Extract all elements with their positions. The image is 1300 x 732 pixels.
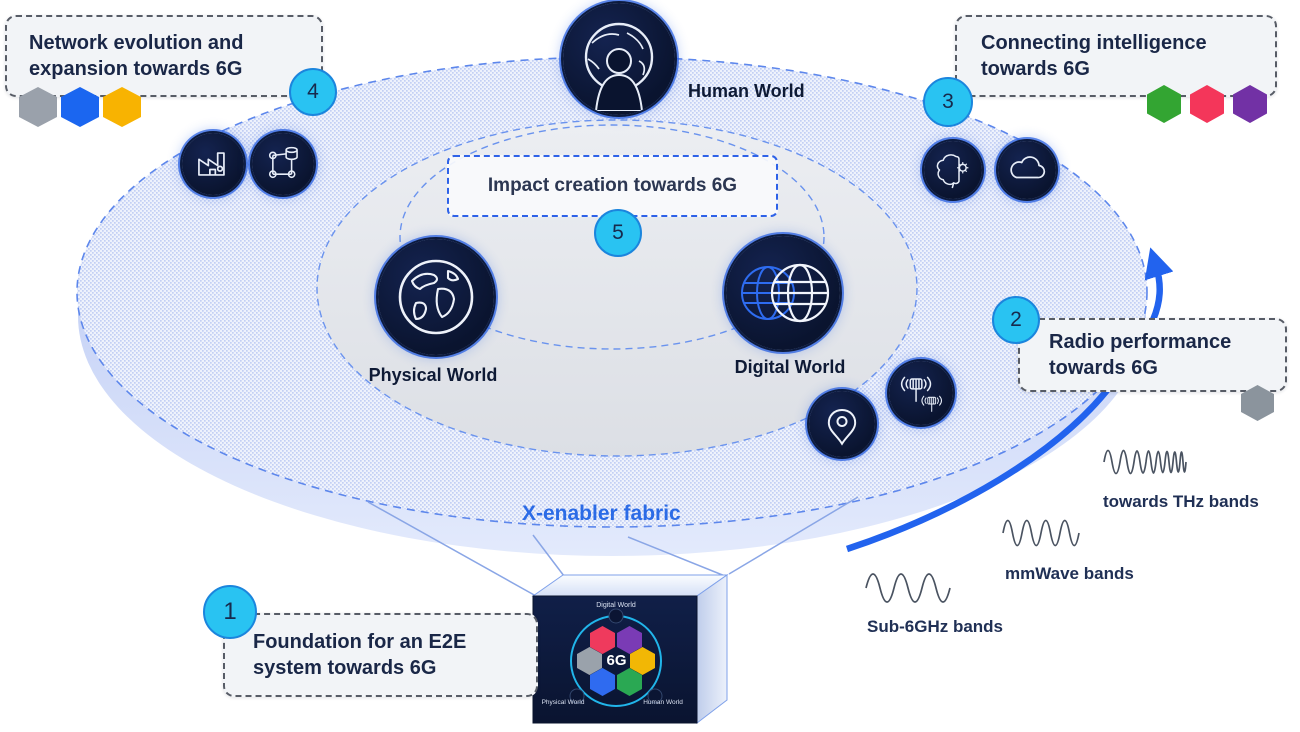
factory-icon: [198, 152, 225, 176]
cube-physical-world-label: Physical World: [541, 699, 585, 706]
cube-hex-gray: [577, 647, 602, 675]
cloud-orb: [998, 141, 1056, 199]
ai-brain-gear-icon: [936, 154, 969, 189]
badge-4-number: 4: [307, 80, 319, 103]
callout-connecting-intelligence-label: Connecting intelligence towards 6G: [981, 31, 1207, 80]
disc-inner-ellipse: [399, 124, 825, 350]
callout-network-evolution-label: Network evolution and expansion towards …: [29, 31, 244, 80]
human-world-orb: [563, 3, 675, 115]
hex-marker-radio-gray: [1241, 385, 1274, 421]
sub6ghz-wave-icon: [865, 573, 951, 603]
digital-world-icon: [741, 263, 830, 323]
physical-world-icon: [398, 259, 474, 335]
x-enabler-fabric-label: X-enabler fabric: [522, 502, 681, 525]
cube-top-face: [531, 574, 729, 597]
badge-1: 1: [203, 585, 257, 639]
radio-evolution-arrow: [845, 247, 1174, 553]
factory-orb: [182, 133, 244, 195]
funnel-lines: [367, 496, 859, 597]
cloud-icon: [1010, 156, 1046, 179]
cube-hex-blue: [590, 668, 615, 696]
callout-connecting-intelligence: Connecting intelligence towards 6G: [955, 15, 1277, 97]
cube-hex-green: [617, 668, 642, 696]
cube-hex-red: [590, 626, 615, 654]
badge-1-number: 1: [223, 598, 237, 625]
callout-impact-creation: Impact creation towards 6G: [447, 155, 778, 217]
badge-3-number: 3: [942, 90, 954, 113]
network-nodes-icon: [268, 146, 298, 179]
cube-human-world-label: Human World: [643, 699, 683, 706]
human-world-icon: [584, 22, 654, 111]
callout-foundation-e2e-label: Foundation for an E2E system towards 6G: [253, 630, 467, 679]
physical-world-orb: [378, 239, 494, 355]
cube-6g-label: 6G: [606, 652, 627, 669]
physical-world-label: Physical World: [368, 365, 498, 385]
location-pin-icon: [827, 409, 857, 446]
callout-radio-performance: Radio performance towards 6G: [1018, 318, 1287, 392]
location-pin-orb: [809, 391, 875, 457]
mmwave-band-label: mmWave bands: [1005, 564, 1134, 583]
human-world-label: Human World: [688, 81, 805, 101]
cube-hex-yellow: [630, 647, 655, 675]
ai-brain-orb: [924, 141, 982, 199]
badge-5: 5: [594, 209, 642, 257]
sub6ghz-band-label: Sub-6GHz bands: [867, 617, 1004, 636]
network-nodes-orb: [252, 133, 314, 195]
foundation-cube: [531, 574, 729, 725]
frequency-waves: [865, 449, 1187, 603]
cube-digital-world-label: Digital World: [596, 602, 636, 609]
digital-world-orb: [726, 236, 840, 350]
thz-band-label: towards THz bands: [1103, 492, 1259, 511]
badge-2: 2: [992, 296, 1040, 344]
badge-2-number: 2: [1010, 308, 1022, 331]
radio-antenna-icon: [900, 376, 943, 412]
callout-radio-performance-label: Radio performance towards 6G: [1049, 330, 1232, 379]
badge-5-number: 5: [612, 221, 624, 244]
cube-ring-nodes: [569, 608, 663, 704]
callout-foundation-e2e: Foundation for an E2E system towards 6G: [223, 613, 538, 697]
cube-hex-purple: [617, 626, 642, 654]
badge-4: 4: [289, 68, 337, 116]
mmwave-wave-icon: [1002, 519, 1080, 547]
digital-world-label: Digital World: [734, 357, 846, 377]
badge-3: 3: [923, 77, 973, 127]
callout-network-evolution: Network evolution and expansion towards …: [5, 15, 323, 97]
radio-antenna-orb: [889, 361, 953, 425]
callout-impact-creation-label: Impact creation towards 6G: [487, 175, 738, 196]
thz-wave-icon: [1103, 449, 1187, 475]
